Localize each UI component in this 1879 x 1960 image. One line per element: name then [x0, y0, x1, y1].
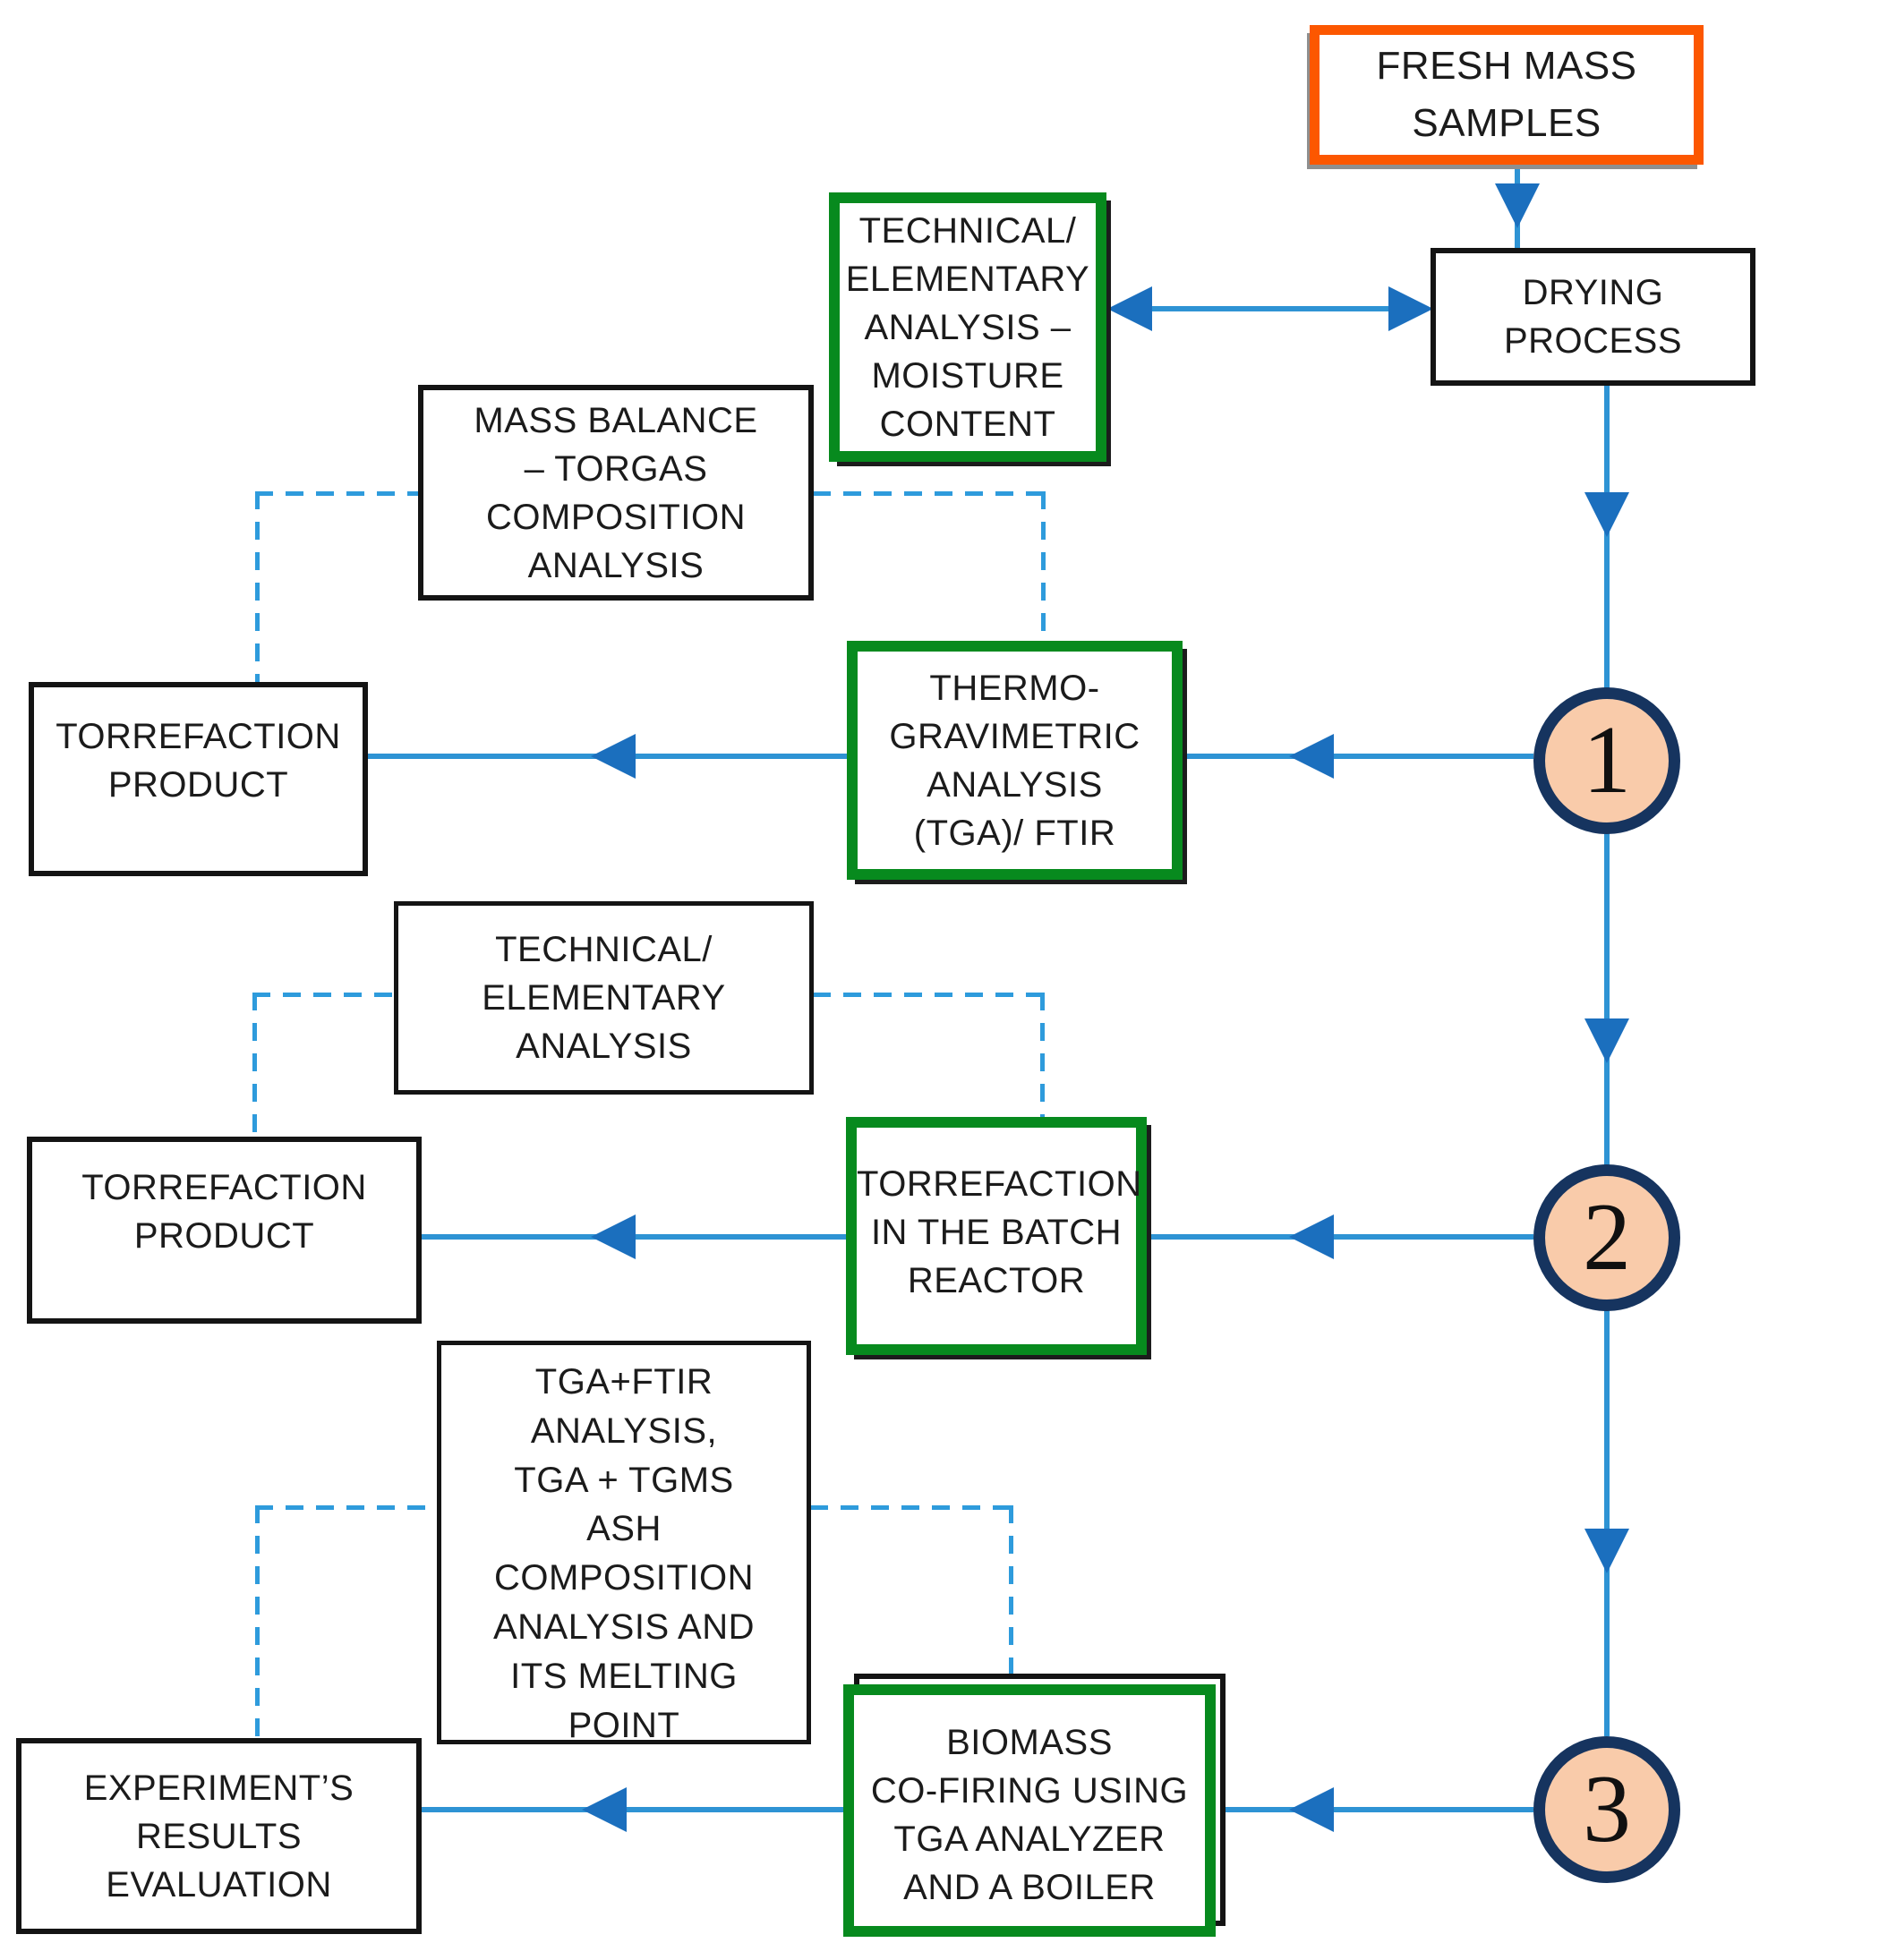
node-moisture-analysis: TECHNICAL/ ELEMENTARY ANALYSIS – MOISTUR…: [829, 192, 1106, 462]
dashed-row2-right-h: [813, 993, 1045, 997]
node-biomass-cofiring: BIOMASS CO-FIRING USING TGA ANALYZER AND…: [843, 1684, 1216, 1937]
arrowhead-left-moisture-icon: [1107, 286, 1152, 331]
dashed-row3-right-v: [1009, 1505, 1013, 1684]
node-mass-balance: MASS BALANCE – TORGAS COMPOSITION ANALYS…: [418, 385, 814, 601]
dashed-row2-left-h: [252, 993, 394, 997]
arrowhead-left-row3b-icon: [1289, 1787, 1334, 1832]
node-batch-reactor-label: TORREFACTION IN THE BATCH REACTOR: [857, 1164, 1142, 1300]
dashed-row1-right-h: [813, 491, 1046, 496]
step-circle-3: 3: [1533, 1736, 1680, 1883]
node-moisture-analysis-label: TECHNICAL/ ELEMENTARY ANALYSIS – MOISTUR…: [845, 210, 1090, 444]
dashed-row3-right-h: [810, 1505, 1013, 1510]
node-tga-ftir-label: THERMO- GRAVIMETRIC ANALYSIS (TGA)/ FTIR: [889, 668, 1140, 853]
dashed-row3-left-h: [255, 1505, 437, 1510]
node-technical-elementary-label: TECHNICAL/ ELEMENTARY ANALYSIS: [482, 930, 726, 1066]
node-drying-process-label: DRYING PROCESS: [1503, 273, 1683, 361]
dashed-row1-left-h: [255, 491, 418, 496]
arrowhead-left-row1a-icon: [591, 734, 636, 779]
node-tga-tgms-ash: TGA+FTIR ANALYSIS, TGA + TGMS ASH COMPOS…: [437, 1341, 811, 1745]
arrowhead-left-row3a-icon: [582, 1787, 627, 1832]
step-circle-1: 1: [1533, 687, 1680, 834]
dashed-row2-right-v: [1040, 993, 1045, 1117]
arrowhead-left-row2b-icon: [1289, 1214, 1334, 1259]
node-experiments-evaluation: EXPERIMENT’S RESULTS EVALUATION: [16, 1738, 422, 1934]
node-torrefaction-product-1-label: TORREFACTION PRODUCT: [56, 717, 341, 805]
dashed-row2-left-v: [252, 993, 257, 1137]
step-circle-3-number: 3: [1583, 1756, 1631, 1862]
node-mass-balance-label: MASS BALANCE – TORGAS COMPOSITION ANALYS…: [474, 400, 758, 585]
node-fresh-mass-samples: FRESH MASS SAMPLES: [1310, 25, 1704, 165]
dashed-row1-left-v: [255, 491, 260, 682]
arrowhead-down-1-icon: [1584, 492, 1629, 537]
arrowhead-left-row2a-icon: [591, 1214, 636, 1259]
node-tga-tgms-ash-label: TGA+FTIR ANALYSIS, TGA + TGMS ASH COMPOS…: [492, 1362, 756, 1745]
node-experiments-evaluation-label: EXPERIMENT’S RESULTS EVALUATION: [83, 1768, 354, 1905]
node-batch-reactor: TORREFACTION IN THE BATCH REACTOR: [846, 1117, 1147, 1355]
step-circle-1-number: 1: [1583, 707, 1631, 814]
dashed-row3-left-v: [255, 1505, 260, 1738]
connector-moisture-drying: [1113, 306, 1428, 311]
dashed-row1-right-v: [1041, 491, 1046, 641]
node-torrefaction-product-2: TORREFACTION PRODUCT: [27, 1137, 422, 1324]
step-circle-2-number: 2: [1583, 1184, 1631, 1291]
arrowhead-down-3-icon: [1584, 1529, 1629, 1573]
node-tga-ftir: THERMO- GRAVIMETRIC ANALYSIS (TGA)/ FTIR: [847, 641, 1183, 880]
node-technical-elementary: TECHNICAL/ ELEMENTARY ANALYSIS: [394, 901, 814, 1095]
arrowhead-down-fresh-drying-icon: [1495, 183, 1540, 228]
node-torrefaction-product-1: TORREFACTION PRODUCT: [29, 682, 368, 876]
arrowhead-down-2-icon: [1584, 1018, 1629, 1063]
step-circle-2: 2: [1533, 1164, 1680, 1311]
arrowhead-right-drying-icon: [1388, 286, 1433, 331]
node-torrefaction-product-2-label: TORREFACTION PRODUCT: [81, 1168, 367, 1256]
node-biomass-cofiring-label: BIOMASS CO-FIRING USING TGA ANALYZER AND…: [870, 1723, 1189, 1907]
node-fresh-mass-samples-label: FRESH MASS SAMPLES: [1376, 44, 1637, 145]
node-drying-process: DRYING PROCESS: [1431, 248, 1755, 386]
arrowhead-left-row1b-icon: [1289, 734, 1334, 779]
